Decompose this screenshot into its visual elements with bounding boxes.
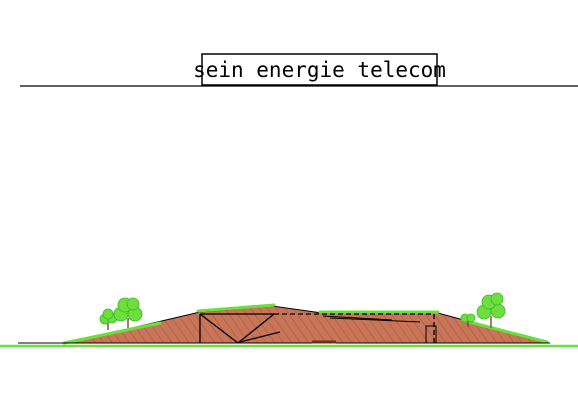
title-box: sein energie telecom bbox=[193, 53, 446, 86]
tree-icon bbox=[460, 313, 476, 327]
tree-icon bbox=[113, 297, 143, 328]
grass-strips bbox=[62, 303, 549, 345]
drawing-title: sein energie telecom bbox=[193, 58, 446, 82]
tree-icon bbox=[476, 292, 506, 328]
inner-structure bbox=[199, 313, 437, 344]
